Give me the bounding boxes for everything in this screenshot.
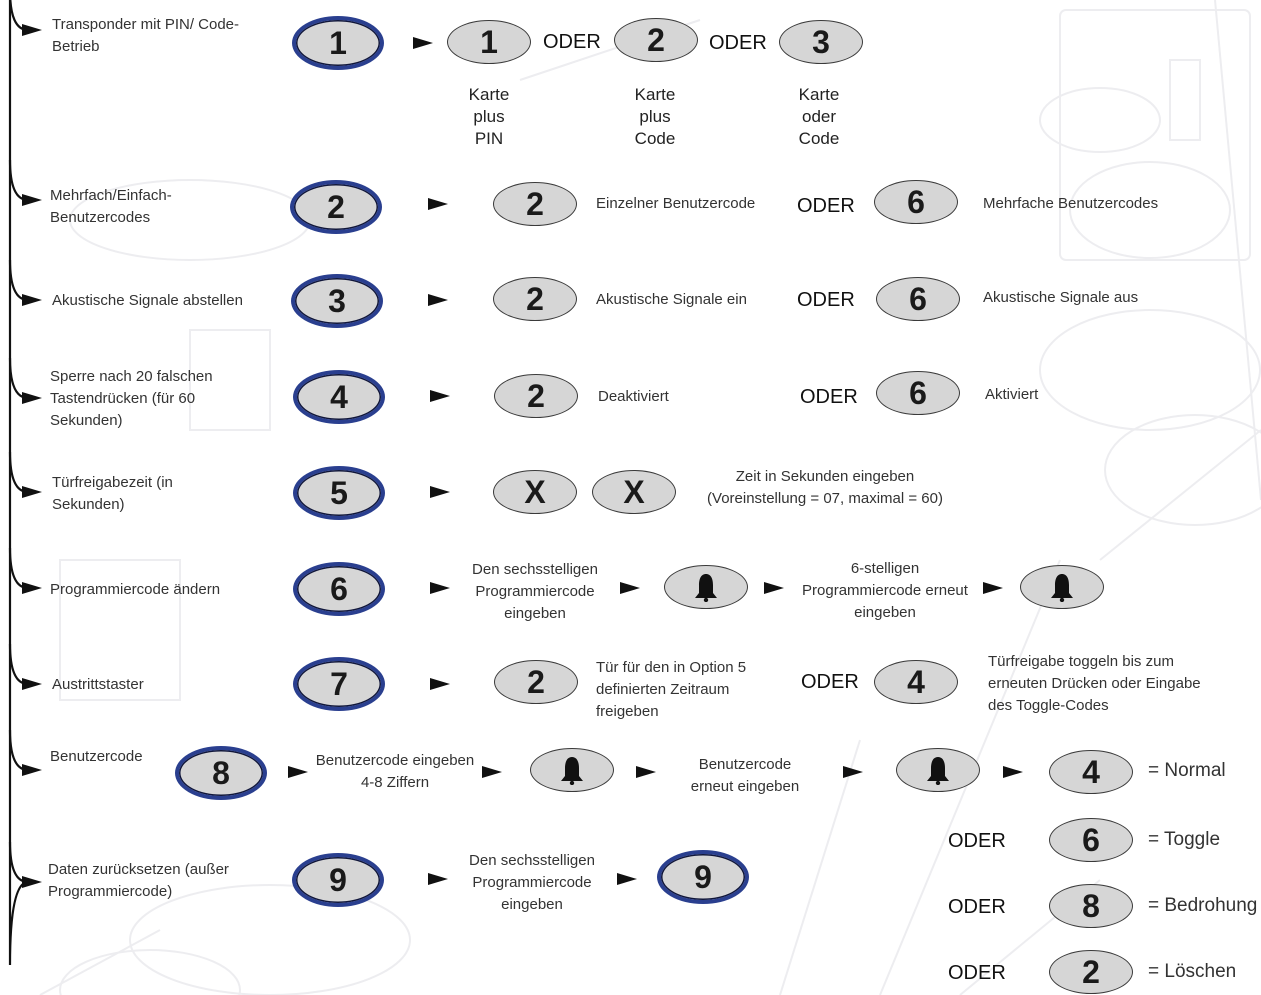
key-2[interactable]: 2 <box>493 277 577 321</box>
key-2[interactable]: 2 <box>614 18 698 62</box>
option-key-normal[interactable]: 4 <box>1049 750 1133 794</box>
option-caption: Karte plus Code <box>634 85 676 148</box>
arrow-icon <box>288 766 308 778</box>
arrow-icon <box>764 582 784 594</box>
option-caption: Karte oder Code <box>798 85 840 148</box>
row-label: Türfreigabezeit (in Sekunden) <box>52 474 173 513</box>
mode-key-8[interactable]: 8 <box>175 746 267 800</box>
mode-key-5[interactable]: 5 <box>293 466 385 520</box>
x-key[interactable]: X <box>493 470 577 514</box>
option-result: = Löschen <box>1148 961 1237 982</box>
arrow-icon <box>428 294 448 306</box>
arrow-icon <box>428 198 448 210</box>
arrow-icon <box>430 390 450 402</box>
option-text: Einzelner Benutzercode <box>596 195 756 212</box>
tree-arrow-icon <box>8 0 42 966</box>
key-6[interactable]: 6 <box>876 371 960 415</box>
bell-icon <box>561 757 583 785</box>
option-text: Mehrfache Benutzercodes <box>983 195 1159 212</box>
key-3[interactable]: 3 <box>779 20 863 64</box>
key-4[interactable]: 4 <box>874 660 958 704</box>
instruction-text: Den sechsstelligen Programmiercode einge… <box>469 852 595 913</box>
oder-label: ODER <box>709 32 767 54</box>
time-note: Zeit in Sekunden eingeben (Voreinstellun… <box>707 468 943 507</box>
arrow-icon <box>430 582 450 594</box>
row-label: Sperre nach 20 falschen Tastendrücken (f… <box>50 368 213 429</box>
mode-key-6[interactable]: 6 <box>293 562 385 616</box>
bell-key[interactable] <box>896 748 980 792</box>
oder-label: ODER <box>797 289 855 311</box>
option-key-bedrohung[interactable]: 8 <box>1049 884 1133 928</box>
arrow-icon <box>428 873 448 885</box>
bell-icon <box>695 574 717 602</box>
mode-key-2[interactable]: 2 <box>290 180 382 234</box>
arrow-icon <box>636 766 656 778</box>
option-result: = Bedrohung <box>1148 895 1258 916</box>
row-label: Daten zurücksetzen (außer Programmiercod… <box>48 861 229 900</box>
option-text: Deaktiviert <box>598 388 669 405</box>
oder-label: ODER <box>948 962 1006 984</box>
row-label: Transponder mit PIN/ Code-Betrieb <box>52 16 240 55</box>
bell-icon <box>927 757 949 785</box>
arrow-icon <box>430 678 450 690</box>
arrow-icon <box>983 582 1003 594</box>
bell-icon <box>1051 574 1073 602</box>
mode-key-3[interactable]: 3 <box>291 274 383 328</box>
bell-key[interactable] <box>1020 565 1104 609</box>
mode-key-9-confirm[interactable]: 9 <box>657 850 749 904</box>
oder-label: ODER <box>801 671 859 693</box>
x-key[interactable]: X <box>592 470 676 514</box>
option-text: Türfreigabe toggeln bis zum erneuten Drü… <box>988 653 1201 714</box>
arrow-icon <box>430 486 450 498</box>
instruction-text: 6-stelligen Programmiercode erneut einge… <box>802 560 968 621</box>
key-1[interactable]: 1 <box>447 20 531 64</box>
mode-key-4[interactable]: 4 <box>293 370 385 424</box>
arrow-icon <box>482 766 502 778</box>
arrow-icon <box>843 766 863 778</box>
mode-key-7[interactable]: 7 <box>293 657 385 711</box>
option-key-loeschen[interactable]: 2 <box>1049 950 1133 994</box>
row-label: Austrittstaster <box>52 676 144 693</box>
oder-label: ODER <box>948 896 1006 918</box>
option-result: = Normal <box>1148 760 1226 781</box>
row-label: Benutzercode <box>50 748 143 765</box>
oder-label: ODER <box>543 31 601 53</box>
key-2[interactable]: 2 <box>493 182 577 226</box>
option-text: Akustische Signale aus <box>983 289 1139 306</box>
key-2[interactable]: 2 <box>494 374 578 418</box>
row-label: Akustische Signale abstellen <box>52 292 243 309</box>
arrow-icon <box>620 582 640 594</box>
bell-key[interactable] <box>664 565 748 609</box>
key-6[interactable]: 6 <box>874 180 958 224</box>
row-label: Programmiercode ändern <box>50 581 221 598</box>
option-result: = Toggle <box>1148 829 1221 850</box>
bell-key[interactable] <box>530 748 614 792</box>
key-2[interactable]: 2 <box>494 660 578 704</box>
arrow-icon <box>413 37 433 49</box>
option-caption: Karte plus PIN <box>468 85 510 148</box>
option-text: Akustische Signale ein <box>596 291 747 308</box>
row-label: Mehrfach/Einfach-Benutzercodes <box>50 187 172 226</box>
mode-key-1[interactable]: 1 <box>292 16 384 70</box>
mode-key-9[interactable]: 9 <box>292 853 384 907</box>
instruction-text: Benutzercode erneut eingeben <box>690 756 800 795</box>
oder-label: ODER <box>948 830 1006 852</box>
oder-label: ODER <box>797 195 855 217</box>
key-6[interactable]: 6 <box>876 277 960 321</box>
option-text: Aktiviert <box>985 386 1039 403</box>
instruction-text: Benutzercode eingeben 4-8 Ziffern <box>315 752 475 791</box>
option-text: Tür für den in Option 5 definierten Zeit… <box>596 659 747 720</box>
option-key-toggle[interactable]: 6 <box>1049 818 1133 862</box>
arrow-icon <box>1003 766 1023 778</box>
instruction-text: Den sechsstelligen Programmiercode einge… <box>472 561 598 622</box>
oder-label: ODER <box>800 386 858 408</box>
arrow-icon <box>617 873 637 885</box>
